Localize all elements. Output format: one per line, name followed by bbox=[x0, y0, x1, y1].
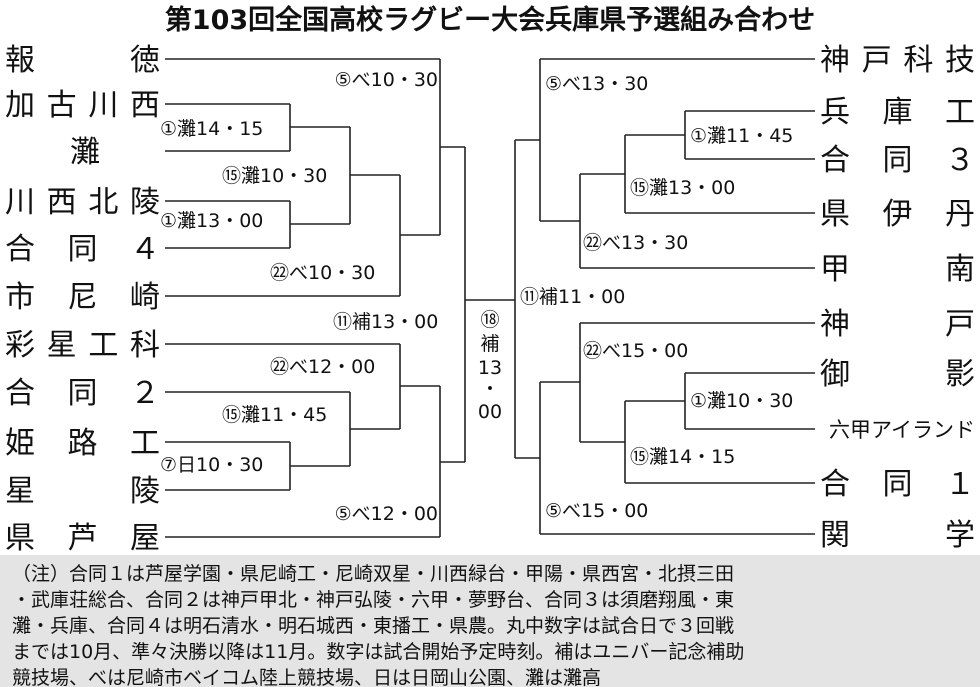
bracket-lines bbox=[165, 58, 815, 538]
match-label-right: ⑮灘14・15 bbox=[630, 446, 735, 468]
match-label-right: ⑪補11・00 bbox=[520, 286, 625, 308]
team-name-right: 県 伊 丹 bbox=[820, 197, 975, 232]
team-name-left: 合 同 ２ bbox=[5, 376, 160, 411]
match-label-right: ⑤べ13・30 bbox=[545, 73, 648, 95]
team-name-right: 合 同 ３ bbox=[820, 143, 975, 178]
match-label-left: ⑤べ10・30 bbox=[335, 69, 438, 91]
match-label-left: ⑮灘11・45 bbox=[222, 404, 327, 426]
team-name-left: 県 芦 屋 bbox=[5, 521, 160, 556]
match-label-left: ①灘14・15 bbox=[160, 118, 263, 140]
match-label-right: ㉒べ13・30 bbox=[583, 232, 688, 254]
team-name-right: 御 影 bbox=[820, 357, 975, 392]
match-label-left: ⑤べ12・00 bbox=[335, 503, 438, 525]
match-label-right: ①灘10・30 bbox=[690, 390, 793, 412]
match-label-left: ⑪補13・00 bbox=[333, 311, 438, 333]
team-name-left: 星 陵 bbox=[5, 474, 160, 509]
notes-box: （注）合同１は芦屋学園・県尼崎工・尼崎双星・川西緑台・甲陽・県西宮・北摂三田 ・… bbox=[0, 555, 980, 687]
team-name-right: 神 戸 bbox=[820, 307, 975, 342]
note-line: ・武庫荘総合、合同２は神戸甲北・神戸弘陵・六甲・夢野台、合同３は須磨翔風・東 bbox=[12, 589, 735, 611]
team-name-left: 彩星工科 bbox=[5, 328, 160, 363]
team-name-left: 合 同 ４ bbox=[5, 232, 160, 267]
note-line: （注）合同１は芦屋学園・県尼崎工・尼崎双星・川西緑台・甲陽・県西宮・北摂三田 bbox=[12, 563, 735, 585]
team-name-right: 兵 庫 工 bbox=[820, 95, 975, 130]
team-name-right: 関 学 bbox=[820, 518, 975, 553]
match-label-left: ㉒べ10・30 bbox=[270, 262, 375, 284]
team-name-left: 姫 路 工 bbox=[5, 426, 160, 461]
team-name-left: 加古川西 bbox=[5, 88, 160, 123]
team-name-right: 神戸科技 bbox=[820, 43, 975, 78]
team-name-right: 甲 南 bbox=[820, 252, 975, 287]
team-name-left: 市 尼 崎 bbox=[5, 280, 160, 315]
team-name-right: 合 同 １ bbox=[820, 467, 975, 502]
note-line: 灘・兵庫、合同４は明石清水・明石城西・東播工・県農。丸中数字は試合日で３回戦 bbox=[12, 615, 735, 637]
match-label-right: ㉒べ15・00 bbox=[583, 340, 688, 362]
team-name-left: 灘 bbox=[70, 135, 100, 170]
match-label-left: ⑮灘10・30 bbox=[222, 165, 327, 187]
team-name-left: 報 徳 bbox=[5, 43, 160, 78]
final-match-label: 補 bbox=[480, 333, 499, 355]
team-name-left: 川西北陵 bbox=[5, 185, 160, 220]
match-label-left: ⑦日10・30 bbox=[160, 454, 263, 476]
team-name-right: 六甲アイランド bbox=[829, 418, 975, 442]
final-match-label: ・ bbox=[480, 378, 499, 400]
match-label-right: ⑮灘13・00 bbox=[630, 177, 735, 199]
match-label-right: ⑤べ15・00 bbox=[545, 500, 648, 522]
final-match-label: ⑱ bbox=[480, 309, 499, 331]
note-line: までは10月、準々決勝以降は11月。数字は試合開始予定時刻。補はユニバー記念補助 bbox=[12, 641, 745, 663]
note-line: 競技場、べは尼崎市ベイコム陸上競技場、日は日岡山公園、灘は灘高 bbox=[12, 667, 602, 687]
match-label-left: ㉒べ12・00 bbox=[270, 356, 375, 378]
match-label-right: ①灘11・45 bbox=[690, 125, 793, 147]
final-match-label: 00 bbox=[478, 401, 502, 423]
match-label-left: ①灘13・00 bbox=[160, 210, 263, 232]
bracket-diagram: 第103回全国高校ラグビー大会兵庫県予選組み合わせ 報 徳加古川西灘川西北陵合 … bbox=[5, 4, 975, 556]
final-match-label: 13 bbox=[478, 357, 502, 379]
page-title: 第103回全国高校ラグビー大会兵庫県予選組み合わせ bbox=[165, 4, 815, 36]
